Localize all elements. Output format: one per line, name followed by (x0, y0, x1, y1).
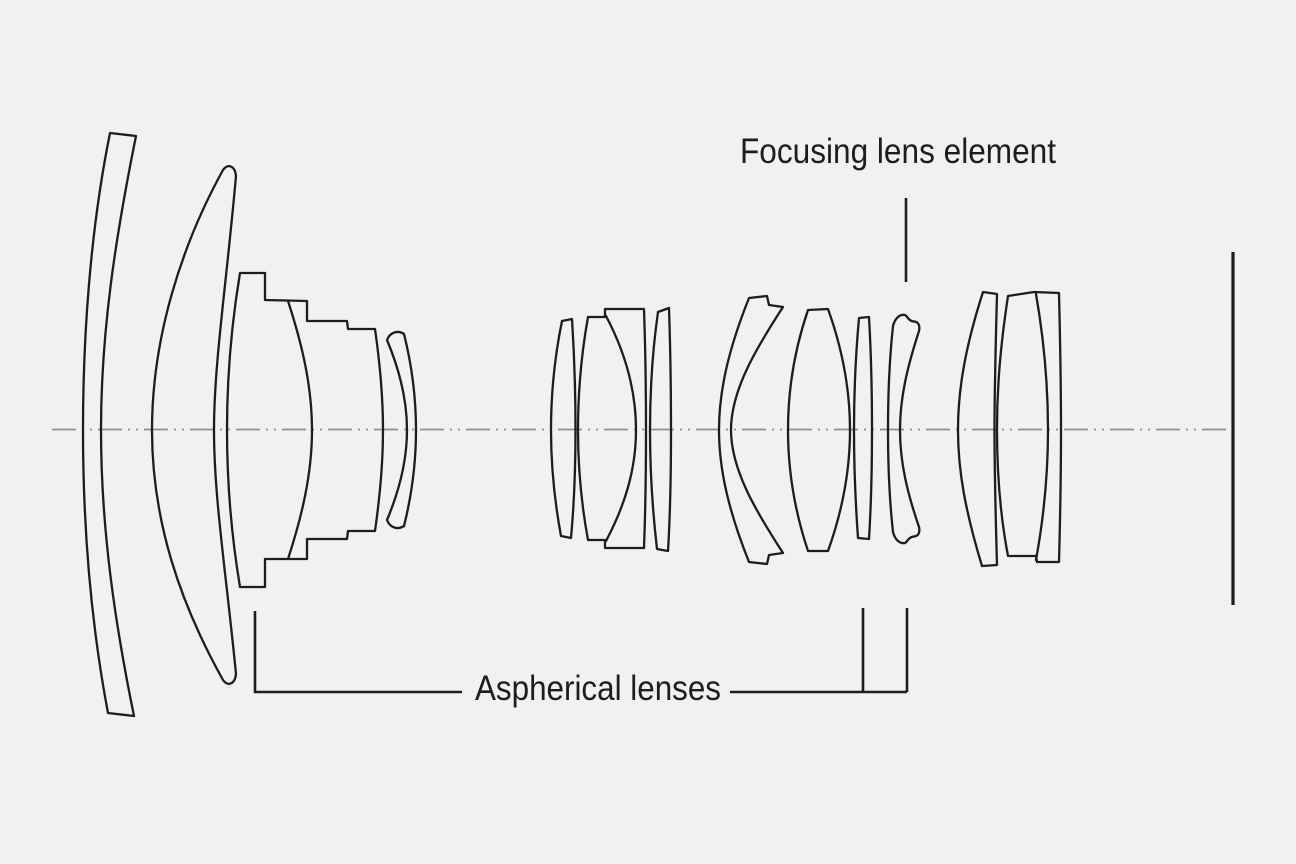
lens-element-10 (717, 294, 785, 566)
cemented-surface-middle (604, 314, 638, 543)
front-lens-group (81, 131, 418, 718)
lens-element-5 (385, 330, 418, 530)
lens-element-7-8-cemented-doublet (576, 307, 648, 550)
lens-element-14 (956, 290, 999, 568)
focusing-lens-element-label: Focusing lens element (740, 132, 1056, 171)
lens-element-3-4-cemented-doublet (225, 271, 385, 589)
lens-element-2 (150, 165, 238, 685)
aspherical-lenses-label: Aspherical lenses (475, 669, 721, 708)
rear-lens-group (956, 290, 1063, 568)
lens-element-1 (81, 131, 138, 718)
lens-element-6 (549, 317, 577, 540)
middle-lens-group-1 (549, 306, 673, 553)
cemented-surface-front (286, 299, 314, 561)
lens-element-9 (648, 306, 673, 553)
aspherical-bracket-left (253, 611, 462, 694)
middle-lens-group-2 (717, 294, 921, 566)
lens-element-12-aspherical (852, 315, 874, 541)
cemented-surface-rear (1034, 292, 1050, 562)
lens-element-11 (786, 307, 852, 553)
lens-element-13-focusing-aspherical (886, 313, 921, 545)
lens-element-15-16-cemented-doublet (995, 290, 1063, 564)
